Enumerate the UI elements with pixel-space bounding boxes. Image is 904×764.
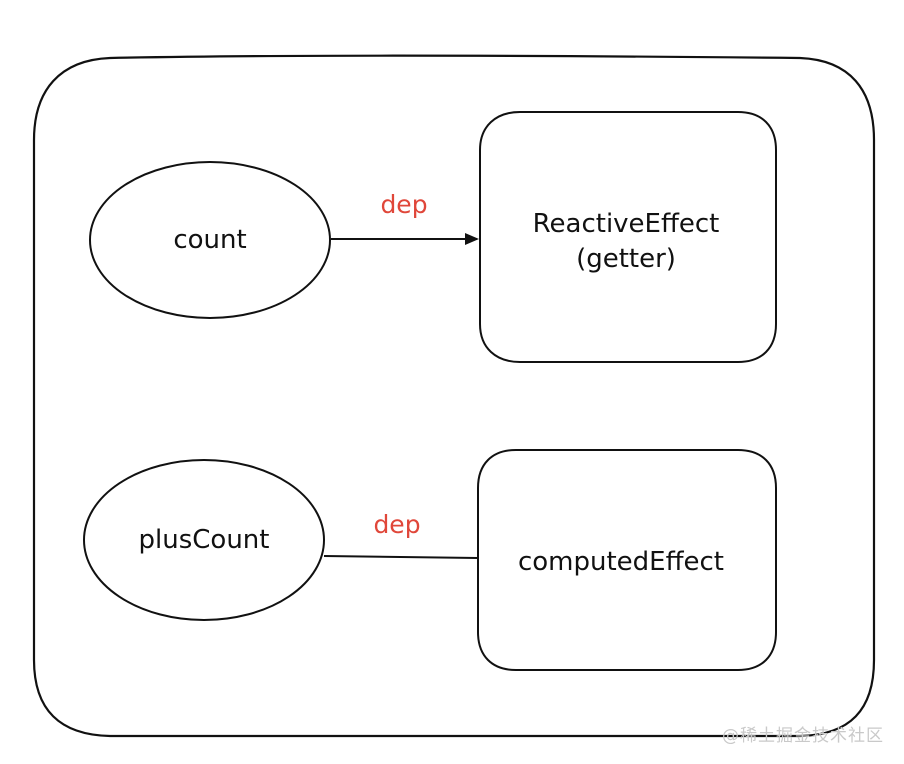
top-dep-label: dep xyxy=(380,190,427,219)
outer-container xyxy=(32,54,876,738)
plus-count-to-computed-effect-line xyxy=(323,555,479,559)
computed-effect-label: computedEffect xyxy=(518,547,724,577)
count-label: count xyxy=(173,225,246,255)
reactive-effect-label-line1: ReactiveEffect xyxy=(533,209,720,239)
reactive-effect-box xyxy=(479,111,777,363)
count-node xyxy=(89,161,331,319)
computed-effect-box xyxy=(477,449,777,671)
plus-count-label: plusCount xyxy=(139,525,270,555)
watermark-text: @稀土掘金技术社区 xyxy=(722,726,884,746)
reactive-effect-label-line2: (getter) xyxy=(576,244,676,274)
plus-count-node xyxy=(83,459,325,621)
bottom-dep-label: dep xyxy=(373,510,420,539)
